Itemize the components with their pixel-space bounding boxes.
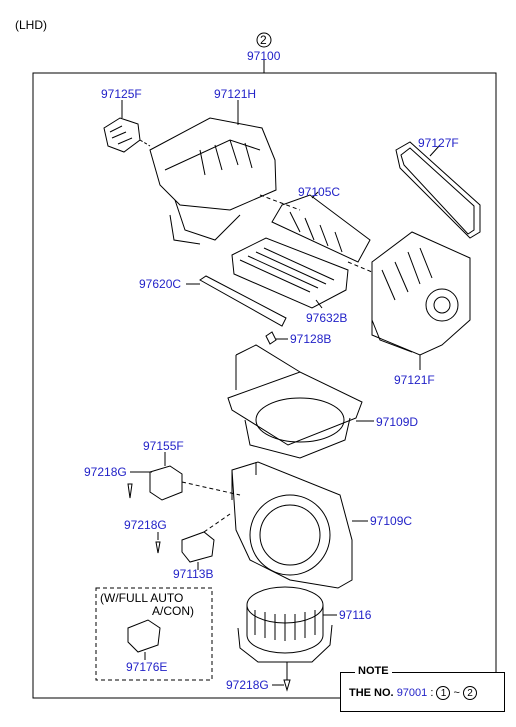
group-circle-number: 2 [260, 33, 267, 47]
cover-97105c-drawing [271, 191, 371, 263]
filter-97632b-drawing [231, 237, 349, 309]
note-to-circle: 2 [463, 686, 478, 700]
note-number: 97001 [396, 686, 428, 699]
part-label-97127f[interactable]: 97127F [418, 136, 459, 150]
part-label-97105c[interactable]: 97105C [298, 185, 341, 199]
note-separator: : [430, 686, 434, 699]
part-label-97218g-a[interactable]: 97218G [84, 465, 127, 479]
part-label-97620c[interactable]: 97620C [139, 277, 182, 291]
part-label-97218g-c[interactable]: 97218G [226, 678, 269, 692]
note-row: THE NO. 97001 : 1 ~ 2 [349, 686, 478, 700]
part-label-97121f[interactable]: 97121F [394, 373, 435, 387]
case-97121h-drawing [149, 100, 301, 245]
option-line-2: A/CON) [152, 604, 194, 618]
note-title: NOTE [355, 665, 392, 677]
variant-label: (LHD) [15, 18, 47, 32]
part-label-97176e[interactable]: 97176E [126, 660, 168, 674]
option-box [95, 587, 213, 681]
actuator-97125f-drawing [103, 100, 151, 153]
note-dash: ~ [453, 686, 460, 699]
part-label-97100[interactable]: 97100 [247, 49, 281, 63]
part-label-97109c[interactable]: 97109C [370, 514, 413, 528]
housing-97109d-drawing [227, 344, 374, 459]
note-from-circle: 1 [436, 686, 451, 700]
resistor-97113b-drawing [181, 513, 231, 570]
case-97121f-drawing [347, 231, 471, 370]
seal-97127f-drawing [395, 141, 481, 239]
part-label-97218g-b[interactable]: 97218G [124, 518, 167, 532]
part-label-97109d[interactable]: 97109D [376, 415, 419, 429]
strip-97620c-drawing [186, 275, 287, 327]
part-label-97632b[interactable]: 97632B [306, 311, 348, 325]
resistor-97176e-drawing [127, 619, 161, 660]
part-label-97113b[interactable]: 97113B [173, 567, 214, 581]
housing-97109c-drawing [231, 461, 368, 589]
connector-97155f-drawing [149, 452, 241, 501]
part-label-97128b[interactable]: 97128B [290, 332, 332, 346]
note-label: THE NO. [349, 686, 394, 699]
screw-97218g-b-drawing [155, 532, 161, 554]
screw-97218g-a-drawing [127, 471, 152, 499]
part-label-97155f[interactable]: 97155F [143, 439, 184, 453]
group-circle-outline [256, 32, 272, 48]
option-line-1: (W/FULL AUTO [100, 591, 184, 605]
note-box: NOTE THE NO. 97001 : 1 ~ 2 [340, 665, 505, 712]
part-label-97116[interactable]: 97116 [339, 608, 372, 622]
part-label-97125f[interactable]: 97125F [101, 87, 142, 101]
screw-97218g-c-drawing [272, 662, 291, 692]
part-label-97121h[interactable]: 97121H [214, 87, 257, 101]
blower-motor-97116-drawing [237, 586, 337, 663]
clip-97128b-drawing [265, 331, 288, 345]
